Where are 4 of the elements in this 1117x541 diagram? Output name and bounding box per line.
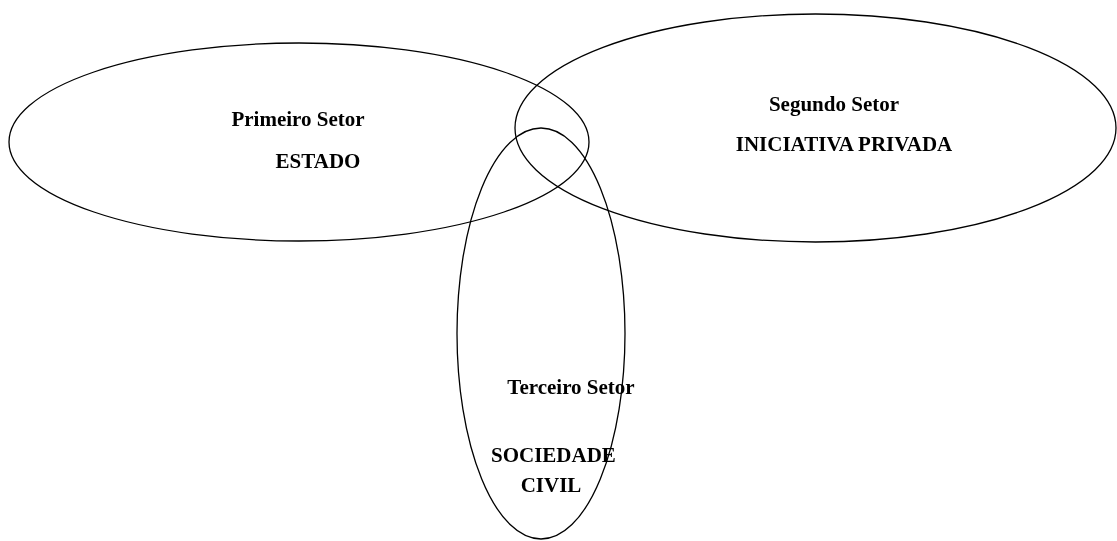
sector-name: INICIATIVA PRIVADA xyxy=(734,131,954,158)
sector-name: ESTADO xyxy=(274,148,362,175)
sector-title: Primeiro Setor xyxy=(230,106,366,133)
sector-title: Segundo Setor xyxy=(767,91,901,118)
